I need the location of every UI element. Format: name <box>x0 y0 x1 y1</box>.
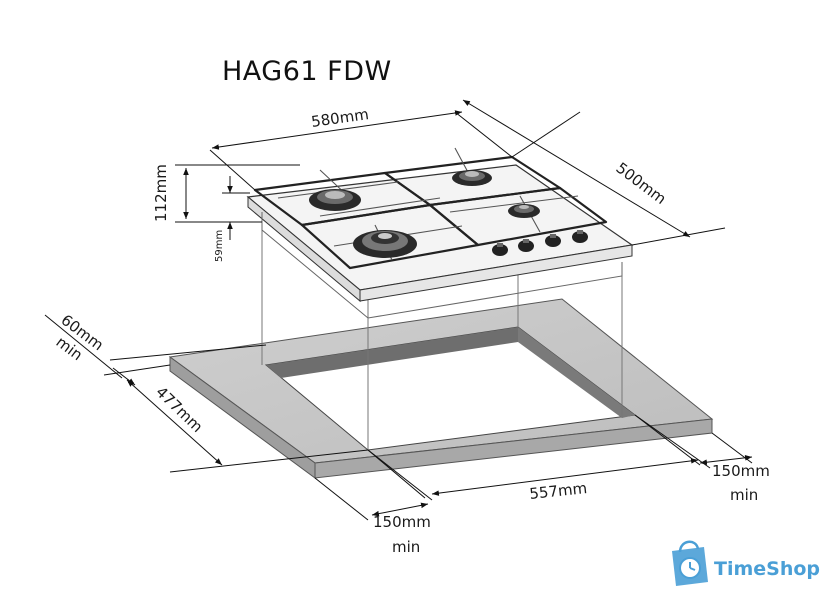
model-title: HAG61 FDW <box>222 56 392 87</box>
brand-name: TimeShop <box>714 558 820 580</box>
projection-lines <box>261 212 623 450</box>
side-gap-front-note: min <box>392 538 420 556</box>
gas-hob <box>246 147 634 319</box>
height-total-label: 112mm <box>152 164 170 222</box>
side-gap-front-value: 150mm <box>373 513 431 531</box>
timeshop-watermark: TimeShop <box>672 540 820 586</box>
height-below-label: 59mm <box>214 230 225 262</box>
side-gap-right-value: 150mm <box>712 462 770 480</box>
dimension-side-gap-right: 150mm min <box>634 414 770 504</box>
width-label: 580mm <box>310 105 370 131</box>
dimension-cutout-width: 557mm <box>367 414 701 503</box>
dimension-height-below: 59mm <box>214 176 262 262</box>
shopping-bag-clock-icon <box>672 540 708 586</box>
cutout-width-label: 557mm <box>529 479 588 503</box>
depth-label: 500mm <box>613 159 670 208</box>
side-gap-right-note: min <box>730 486 758 504</box>
dimension-side-gap-front: 150mm min <box>314 449 431 556</box>
countertop <box>168 298 714 479</box>
